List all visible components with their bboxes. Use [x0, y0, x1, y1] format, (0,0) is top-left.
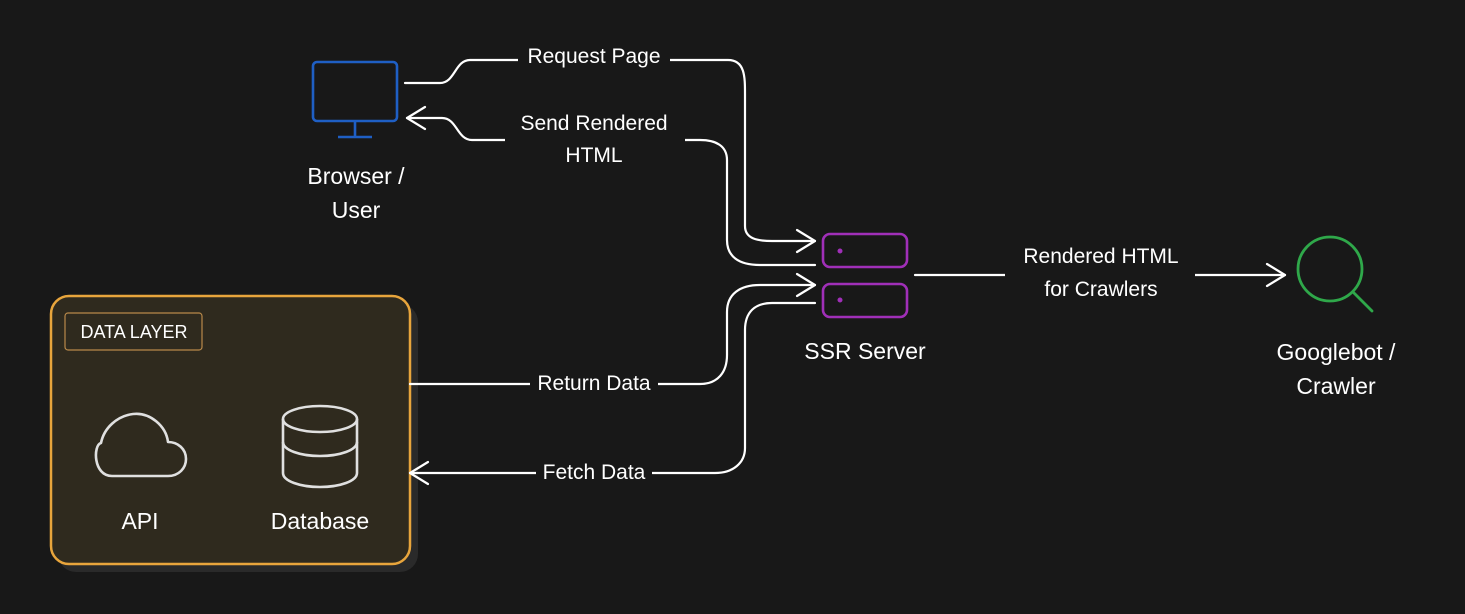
- data-layer-tag-box: [64, 312, 203, 351]
- database-icon: [281, 404, 359, 489]
- cloud-icon: [94, 412, 188, 478]
- send-rendered-label-line1: Send Rendered: [520, 112, 667, 135]
- crawler-label-line1: Googlebot /: [1277, 339, 1397, 365]
- server-label: SSR Server: [804, 338, 926, 364]
- data-layer-group: DATA LAYER API Database: [49, 294, 418, 572]
- return-data-label: Return Data: [537, 372, 651, 395]
- edge-fetch-data: Fetch Data: [408, 301, 817, 486]
- search-icon: [1296, 235, 1374, 313]
- browser-label-line2: User: [332, 197, 381, 223]
- server-node: SSR Server: [804, 232, 926, 364]
- rendered-crawlers-label-line2: for Crawlers: [1044, 278, 1157, 301]
- edge-send-rendered: Send Rendered HTML: [405, 105, 817, 267]
- edge-rendered-crawlers: Rendered HTML for Crawlers: [913, 242, 1287, 304]
- crawler-label-line2: Crawler: [1296, 373, 1376, 399]
- database-label: Database: [271, 508, 369, 534]
- browser-label-line1: Browser /: [307, 163, 405, 189]
- fetch-data-label: Fetch Data: [543, 461, 646, 484]
- edge-return-data: Return Data: [408, 272, 817, 396]
- api-label: API: [121, 508, 158, 534]
- rendered-crawlers-label-line1: Rendered HTML: [1023, 245, 1178, 268]
- send-rendered-label-line2: HTML: [565, 144, 622, 167]
- edge-request-page: Request Page: [403, 44, 817, 254]
- data-layer-box: [49, 294, 412, 566]
- request-page-label: Request Page: [527, 45, 660, 68]
- browser-node: Browser / User: [307, 60, 405, 223]
- monitor-icon: [311, 60, 399, 139]
- server-icon: [821, 232, 909, 319]
- crawler-node: Googlebot / Crawler: [1277, 235, 1397, 399]
- data-layer-tag: DATA LAYER: [80, 322, 187, 342]
